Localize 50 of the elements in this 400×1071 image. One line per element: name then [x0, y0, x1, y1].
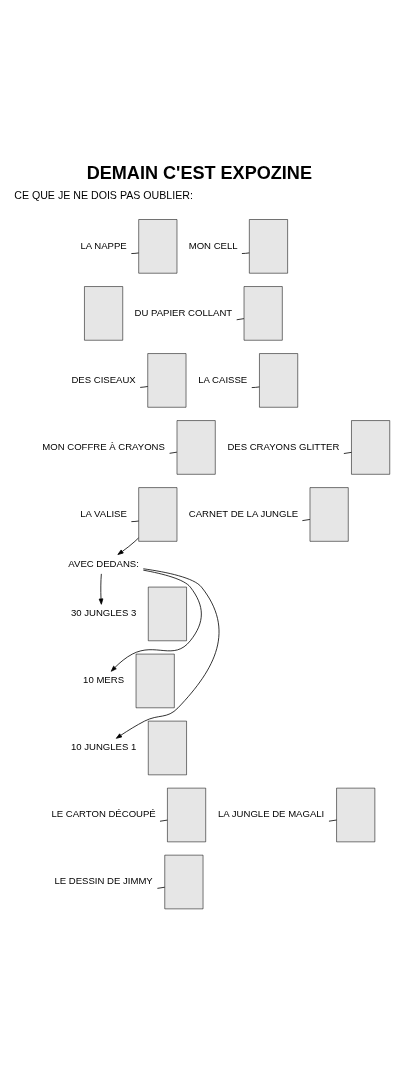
- node-text: DES CRAYONS GLITTER: [227, 440, 340, 452]
- node-text: 30 JUNGLES 3: [70, 606, 137, 618]
- node-text: LA VALISE: [80, 507, 127, 519]
- node-text: CARNET DE LA JUNGLE: [188, 507, 299, 519]
- node-text: LA JUNGLE DE MAGALI: [218, 807, 325, 819]
- node-box: [309, 486, 349, 542]
- connector: [251, 386, 260, 388]
- node-text: DU PAPIER COLLANT: [134, 306, 233, 318]
- node-box: [336, 787, 376, 842]
- connector: [328, 819, 337, 822]
- label: CE QUE JE NE DOIS PAS OUBLIER:: [14, 188, 193, 201]
- node-box: [164, 854, 204, 909]
- connector: [236, 317, 245, 320]
- node-box: [138, 218, 178, 273]
- connector: [343, 451, 352, 454]
- node-box: [249, 218, 288, 273]
- node-box: [148, 720, 187, 775]
- diagram-title: DEMAIN C'EST EXPOZINE: [86, 162, 312, 183]
- connector: [159, 819, 168, 822]
- arrow: [115, 567, 220, 739]
- node-box: [138, 486, 178, 542]
- arrow: [98, 573, 104, 605]
- arrow: [117, 537, 139, 555]
- node-box: [243, 285, 283, 341]
- node-text: MON COFFRE À CRAYONS: [42, 440, 165, 452]
- connector: [169, 451, 178, 454]
- node-text: 10 MERS: [83, 673, 125, 685]
- node-text: AVEC DEDANS:: [68, 557, 139, 569]
- node-box: [84, 285, 123, 341]
- node-text: LE DESSIN DE JIMMY: [54, 874, 153, 886]
- node-text: LE CARTON DÉCOUPÉ: [51, 807, 156, 819]
- node-text: DES CISEAUX: [71, 373, 136, 385]
- node-text: 10 JUNGLES 1: [70, 740, 137, 752]
- arrow: [110, 569, 202, 672]
- node-box: [259, 352, 298, 408]
- connector: [139, 385, 149, 388]
- node-text: MON CELL: [188, 239, 238, 251]
- node-box: [176, 419, 216, 475]
- node-box: [147, 352, 187, 408]
- node-box: [148, 586, 187, 641]
- node-text: LA NAPPE: [80, 239, 127, 251]
- node-box: [351, 419, 391, 475]
- node-text: LA CAISSE: [198, 373, 248, 385]
- connector: [157, 886, 166, 889]
- connector: [130, 252, 139, 254]
- node-box: [135, 653, 175, 708]
- connector: [241, 252, 250, 254]
- connector: [130, 520, 139, 522]
- connector: [301, 518, 311, 521]
- node-box: [167, 787, 206, 842]
